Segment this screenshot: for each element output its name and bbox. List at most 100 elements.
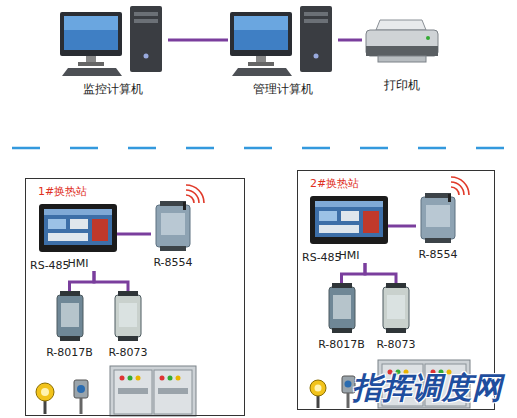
graphic-part [60,291,80,296]
graphic-part [60,12,122,56]
graphic-part [64,16,118,50]
node-label: HMI [338,249,359,262]
printer-icon [362,16,442,74]
graphic-part [315,201,383,207]
graphic-part [74,380,88,398]
connector-line [365,263,396,283]
label-row: R-8073 [374,333,418,352]
graphic-part [168,376,173,381]
connector-line [342,263,366,283]
graphic-part [451,182,464,195]
node-label: 管理计算机 [253,81,313,98]
graphic-part [234,16,288,50]
graphic-part [319,211,337,221]
connector-line [338,39,362,42]
graphic-part [134,19,158,23]
io-module-node: R-8073 [374,283,418,352]
graphic-part [386,283,406,288]
io-module-icon [328,283,356,333]
station-title: 1#换热站 [38,184,87,199]
graphic-part [136,376,141,381]
graphic-part [234,16,288,30]
graphic-part [134,12,158,16]
computer-icon [58,6,168,78]
io-module-node: R-8017B [44,291,95,360]
graphic-part [160,376,165,381]
divider-line [0,147,517,150]
graphic-part [300,6,332,72]
graphic-part [183,202,186,210]
graphic-part [186,190,199,203]
graphic-part [232,68,292,76]
connector-line [70,271,95,291]
node-label: HMI [67,257,88,270]
io-module-icon [114,291,142,341]
graphic-part [118,336,138,341]
graphic-part [314,54,319,59]
graphic-part [44,209,112,245]
graphic-part [333,295,351,319]
graphic-part [80,398,83,414]
graphic-part [161,213,185,235]
graphic-part [156,205,190,247]
graphic-part [78,62,104,66]
hmi-screen-icon [310,196,388,244]
graphic-part [366,30,438,56]
graphic-part [310,380,326,396]
graphic-part [160,246,186,251]
graphic-part [366,46,438,56]
graphic-part [248,62,274,66]
graphic-part [86,56,96,62]
graphic-part [186,185,204,203]
computer-icon [228,6,338,78]
graphic-part [315,201,383,237]
label-row: 监控计算机 [58,78,168,98]
hmi-screen-icon [39,204,117,252]
graphic-part [386,328,406,333]
graphic-part [426,205,450,227]
graphic-part [57,295,83,337]
graphic-part [304,12,328,16]
node-label: R-8554 [153,256,192,269]
label-row: R-8017B [44,341,95,360]
graphic-part [39,204,117,252]
graphic-part [451,177,469,195]
wireless-module-node: R-8554 [151,201,195,270]
graphic-part [60,336,80,341]
graphic-part [304,19,328,23]
graphic-part [332,283,352,288]
computer-node: 管理计算机 [228,6,338,98]
graphic-part [448,194,451,202]
node-label: R-8554 [418,248,457,261]
graphic-part [77,385,85,393]
connector-line [117,233,151,236]
graphic-part [315,385,322,392]
bus-label: RS-485 [30,259,70,272]
node-label: 监控计算机 [83,81,143,98]
graphic-part [64,16,118,30]
graphic-part [332,328,352,333]
watermark: 指挥调度网 [352,368,502,409]
graphic-part [41,388,49,396]
graphic-part [345,381,352,388]
label-row: R-8554 [151,251,195,270]
graphic-part [62,68,122,76]
label-row: R-8017B [316,333,367,352]
graphic-part [341,211,359,221]
node-label: 打印机 [384,77,420,94]
graphic-part [44,209,112,215]
label-row: R-8554 [416,243,460,262]
graphic-part [48,219,66,229]
graphic-part [378,56,426,62]
graphic-part [48,233,88,241]
graphic-part [310,196,388,244]
station-title: 2#换热站 [310,176,359,191]
graphic-part [61,303,79,327]
graphic-part [421,197,455,239]
graphic-part [92,219,108,241]
graphic-part [115,295,141,337]
graphic-part [158,388,188,394]
graphic-part [118,291,138,296]
graphic-part [376,20,426,30]
